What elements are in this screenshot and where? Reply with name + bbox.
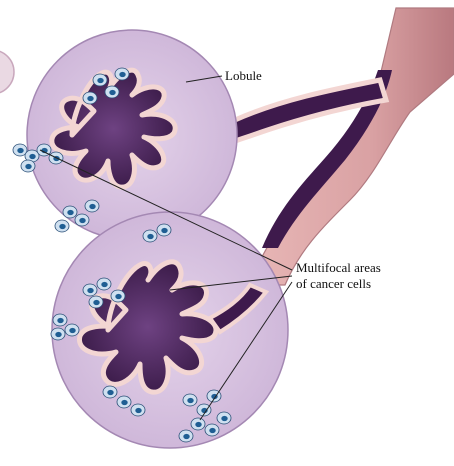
- cancer-cell-icon: [85, 200, 99, 212]
- cancer-cell-icon: [53, 314, 67, 326]
- cancer-cell-icon: [183, 394, 197, 406]
- cancer-cell-icon: [89, 296, 103, 308]
- cancer-cell-icon: [93, 74, 107, 86]
- cancer-cell-icon: [97, 278, 111, 290]
- cancer-cell-icon: [55, 220, 69, 232]
- cancer-cell-icon: [115, 68, 129, 80]
- partial-lobule-left: [0, 50, 14, 94]
- cancer-cell-icon: [131, 404, 145, 416]
- cancer-cell-icon: [157, 224, 171, 236]
- multifocal-label-line2: of cancer cells: [296, 276, 371, 291]
- cancer-cell-icon: [205, 424, 219, 436]
- cancer-cell-icon: [51, 328, 65, 340]
- cancer-cell-icon: [105, 86, 119, 98]
- cancer-cell-icon: [179, 430, 193, 442]
- multifocal-label-line1: Multifocal areas: [296, 260, 381, 275]
- cancer-cell-icon: [103, 386, 117, 398]
- cancer-cell-icon: [65, 324, 79, 336]
- cancer-cell-icon: [75, 214, 89, 226]
- cancer-cell-icon: [191, 418, 205, 430]
- cancer-cell-icon: [63, 206, 77, 218]
- cancer-cell-icon: [143, 230, 157, 242]
- cancer-cell-icon: [117, 396, 131, 408]
- cancer-cell-icon: [21, 160, 35, 172]
- cancer-cell-icon: [111, 290, 125, 302]
- cancer-cell-icon: [83, 92, 97, 104]
- lower-lobule: [52, 212, 288, 448]
- cancer-cell-icon: [83, 284, 97, 296]
- lobule-label: Lobule: [225, 68, 262, 83]
- upper-lobule: [27, 30, 237, 240]
- cancer-cell-icon: [217, 412, 231, 424]
